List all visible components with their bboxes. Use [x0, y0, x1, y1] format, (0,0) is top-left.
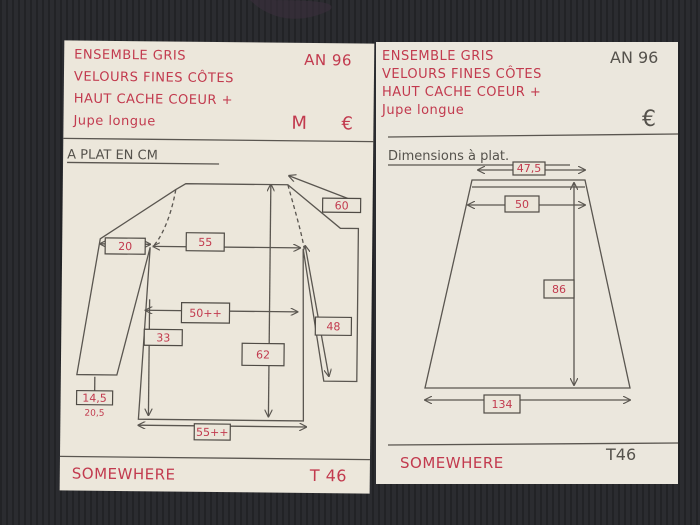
- measure-length: 86: [552, 283, 566, 296]
- footer-size: T 46: [309, 466, 347, 485]
- footer-brand: SOMEWHERE: [72, 465, 176, 484]
- footer-size: T46: [605, 445, 636, 464]
- embroidery: [250, 0, 332, 19]
- header-line: VELOURS FINES CÔTES: [382, 66, 542, 82]
- measure-hem: 55++: [196, 426, 229, 439]
- measure-hem: 134: [492, 398, 513, 411]
- header-line: HAUT CACHE COEUR +: [382, 85, 541, 100]
- measure-cuff: 14,5: [82, 392, 107, 405]
- measurement-labels: 47,5 50 86 134: [483, 161, 575, 414]
- footer-brand: SOMEWHERE: [400, 454, 504, 472]
- header-line: Jupe longue: [72, 114, 155, 130]
- price-mark: €: [341, 113, 353, 134]
- measurement-labels: 60 20 55 50++ 33 48 62 14,5 20,5 55++: [75, 197, 362, 441]
- measure-cuff-alt: 20,5: [84, 409, 104, 419]
- right-card: ENSEMBLE GRIS VELOURS FINES CÔTES HAUT C…: [376, 42, 679, 484]
- divider: [387, 442, 679, 446]
- header-line: ENSEMBLE GRIS: [382, 49, 494, 64]
- header-line: HAUT CACHE COEUR +: [74, 92, 233, 109]
- header-line: VELOURS FINES CÔTES: [74, 69, 234, 87]
- measure-hip: 50: [515, 198, 529, 211]
- subtitle: A PLAT EN CM: [67, 147, 158, 163]
- size-mark: M: [291, 113, 307, 134]
- reference: AN 96: [304, 51, 352, 70]
- subtitle: Dimensions à plat.: [388, 149, 509, 164]
- measure-waist: 47,5: [517, 162, 542, 175]
- price-mark: €: [642, 107, 656, 132]
- divider: [59, 455, 370, 461]
- header-line: ENSEMBLE GRIS: [74, 48, 186, 64]
- measure-sleeve-length: 48: [326, 320, 340, 333]
- measure-chest: 50++: [189, 307, 222, 320]
- left-card: ENSEMBLE GRIS VELOURS FINES CÔTES HAUT C…: [59, 40, 375, 494]
- measure-shoulder: 55: [198, 236, 212, 249]
- measure-side: 33: [156, 331, 170, 344]
- underline: [67, 161, 220, 165]
- measure-armhole: 20: [118, 240, 132, 253]
- divider: [387, 133, 679, 138]
- measure-sleeve-top: 60: [335, 199, 349, 212]
- measure-length: 62: [256, 348, 270, 361]
- header-line: Jupe longue: [381, 103, 464, 118]
- reference: AN 96: [610, 48, 658, 67]
- divider: [63, 137, 374, 143]
